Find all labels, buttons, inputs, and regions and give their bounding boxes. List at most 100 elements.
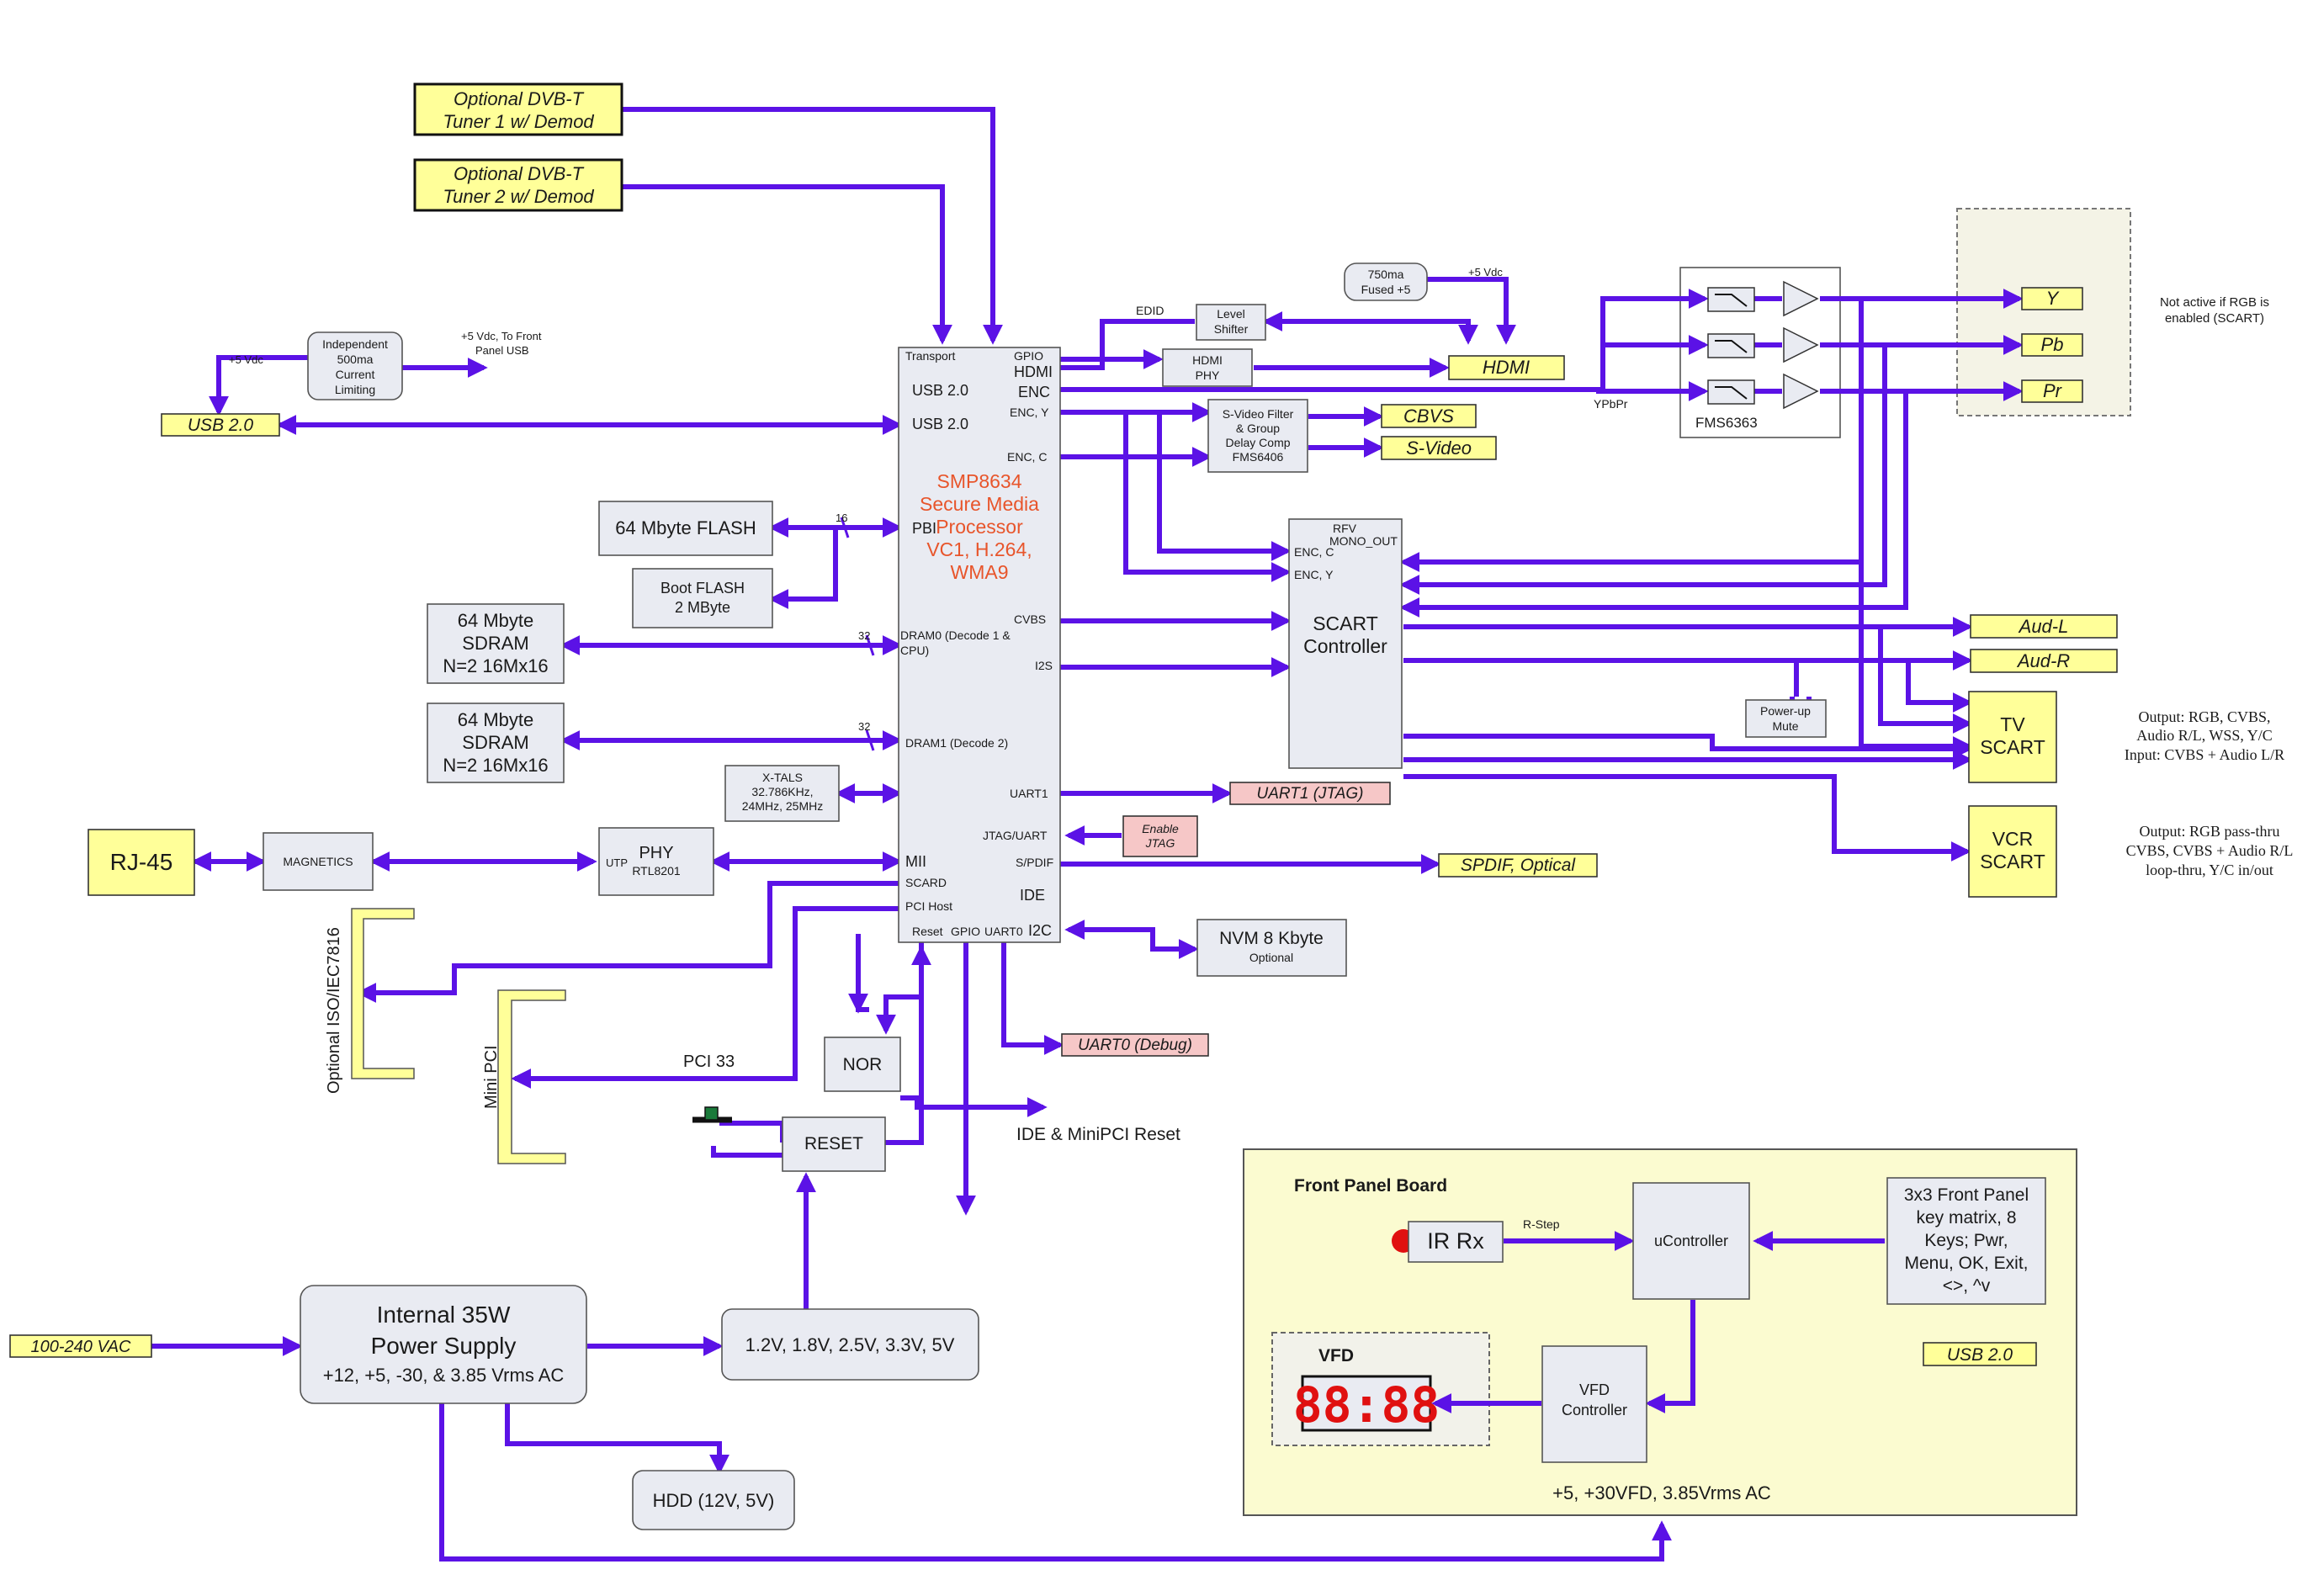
current-limit-line-4: Limiting: [335, 383, 375, 396]
sdram-1-line-1: 64 Mbyte: [458, 610, 534, 631]
keys-line-4: Menu, OK, Exit,: [1904, 1254, 2028, 1273]
vfd-ctrl-line-2: Controller: [1562, 1402, 1627, 1418]
level-shifter: [1196, 304, 1266, 341]
pin-i2c: I2C: [1028, 922, 1052, 939]
scart-controller: [1288, 518, 1403, 769]
soc-pins: Transport GPIO HDMI ENC USB 2.0 USB 2.0 …: [900, 349, 1053, 939]
tuner-1-line-2: Tuner 1 w/ Demod: [443, 111, 594, 132]
connection-wires: [151, 107, 2024, 1562]
fused-line-2: Fused +5: [1361, 283, 1411, 296]
pin-enc-y: ENC, Y: [1010, 406, 1049, 419]
keys-line-1: 3x3 Front Panel: [1904, 1185, 2029, 1205]
ide-reset-label: IDE & MiniPCI Reset: [1016, 1125, 1180, 1144]
tuner-1-line-1: Optional DVB-T: [454, 88, 585, 109]
tv-scart-line-2: SCART: [1980, 736, 2045, 758]
powerup-line-1: Power-up: [1760, 704, 1811, 718]
iso-label: Optional ISO/IEC7816: [325, 927, 343, 1094]
flash-64: [598, 501, 773, 556]
bus-16-label: 16: [836, 512, 847, 524]
bus-32b-label: 32: [858, 720, 870, 733]
boot-flash: [632, 568, 773, 628]
hdmi-phy: [1162, 348, 1253, 387]
uart0-out-label: UART0 (Debug): [1078, 1037, 1192, 1054]
usb-left: [161, 413, 280, 437]
pin-spdif: S/PDIF: [1016, 856, 1053, 869]
pin-usb-a: USB 2.0: [912, 382, 968, 399]
tv-note-3: Input: CVBS + Audio L/R: [2125, 746, 2284, 763]
plus5-hdmi-label: +5 Vdc: [1468, 266, 1503, 278]
uart1-out-label: UART1 (JTAG): [1256, 785, 1363, 803]
pin-scard: SCARD: [905, 876, 947, 889]
vcr-note-1: Output: RGB pass-thru: [2139, 823, 2279, 840]
soc-line-1: SMP8634: [936, 470, 1021, 492]
scart-enc-c: ENC, C: [1294, 545, 1334, 559]
vcr-scart-line-2: SCART: [1980, 851, 2045, 872]
aud-r: [1970, 649, 2118, 673]
current-limit-line-1: Independent: [322, 337, 388, 351]
pin-hdmi: HDMI: [1014, 363, 1053, 380]
phy-part: RTL8201: [632, 864, 681, 878]
tv-scart-line-1: TV: [2000, 713, 2025, 735]
fused-line-1: 750ma: [1368, 268, 1404, 281]
minipci-label: Mini PCI: [482, 1045, 501, 1109]
pin-uart0: UART0: [984, 925, 1023, 938]
pin-reset: Reset: [912, 925, 943, 938]
nvm-line-1: NVM 8 Kbyte: [1219, 929, 1324, 948]
hdd-box: [632, 1470, 795, 1530]
vfd-controller: [1541, 1345, 1647, 1463]
bus-32a-label: 32: [858, 629, 870, 642]
pin-i2s: I2S: [1035, 659, 1053, 672]
ucontroller: [1632, 1182, 1750, 1300]
pin-uart1: UART1: [1010, 787, 1048, 800]
svideo-filter-line-2: & Group: [1236, 422, 1280, 435]
pr-out-label: Pr: [2043, 380, 2063, 401]
current-limit-box: [307, 331, 403, 400]
aud-l: [1970, 614, 2118, 639]
not-active-line-2: enabled (SCART): [2165, 311, 2264, 326]
scart-rfv-2: MONO_OUT: [1329, 534, 1398, 548]
not-active-line-1: Not active if RGB is: [2160, 295, 2269, 310]
nor: [824, 1037, 901, 1092]
aud-l-label: Aud-L: [2018, 616, 2069, 637]
keys-line-2: key matrix, 8: [1916, 1208, 2016, 1227]
vfd-label: VFD: [1318, 1346, 1354, 1365]
pin-gpio-bot: GPIO: [951, 925, 980, 938]
reset-box-label: RESET: [804, 1134, 863, 1153]
scart-name-2: Controller: [1303, 635, 1387, 657]
rails-label: 1.2V, 1.8V, 2.5V, 3.3V, 5V: [745, 1334, 955, 1355]
scart-enc-y: ENC, Y: [1294, 568, 1334, 581]
hdmi-out: [1448, 355, 1565, 380]
keys-line-5: <>, ^v: [1943, 1276, 1991, 1296]
hdmi-phy-line-1: HDMI: [1192, 353, 1223, 367]
powerup-mute: [1745, 699, 1827, 738]
svideo-filter-line-3: Delay Comp: [1225, 436, 1290, 449]
pin-pci-host: PCI Host: [905, 899, 952, 913]
rj45: [88, 829, 195, 896]
front-usb-line-2: Panel USB: [475, 344, 529, 357]
xtals-line-1: X-TALS: [762, 771, 803, 784]
enable-jtag-line-2: JTAG: [1145, 836, 1175, 850]
boot-flash-line-1: Boot FLASH: [660, 580, 745, 597]
soc-line-5: WMA9: [951, 561, 1009, 583]
sdram-2-line-3: N=2 16Mx16: [443, 755, 548, 776]
pin-usb-b: USB 2.0: [912, 416, 968, 432]
pin-dram1: DRAM1 (Decode 2): [905, 736, 1008, 750]
pr-out: [2021, 379, 2083, 403]
pin-transport: Transport: [905, 349, 956, 363]
sdram-1: [427, 603, 565, 684]
uart0-out: [1061, 1033, 1209, 1057]
hdmi-out-label: HDMI: [1483, 357, 1530, 378]
pin-dram0b: CPU): [900, 644, 929, 657]
spdif-out-label: SPDIF, Optical: [1461, 856, 1576, 875]
ac-in-label: 100-240 VAC: [31, 1338, 132, 1356]
pin-enc-c: ENC, C: [1007, 450, 1047, 464]
sdram-2-line-1: 64 Mbyte: [458, 709, 534, 730]
y-out-label: Y: [2046, 288, 2060, 309]
svideo-out: [1381, 436, 1497, 460]
vfd-ctrl-line-1: VFD: [1579, 1381, 1610, 1398]
level-shifter-line-2: Shifter: [1214, 322, 1249, 336]
pin-enc: ENC: [1018, 384, 1050, 400]
uart1-out: [1229, 782, 1391, 805]
tv-scart: [1968, 691, 2057, 783]
iso-card-connector: [351, 908, 415, 1079]
